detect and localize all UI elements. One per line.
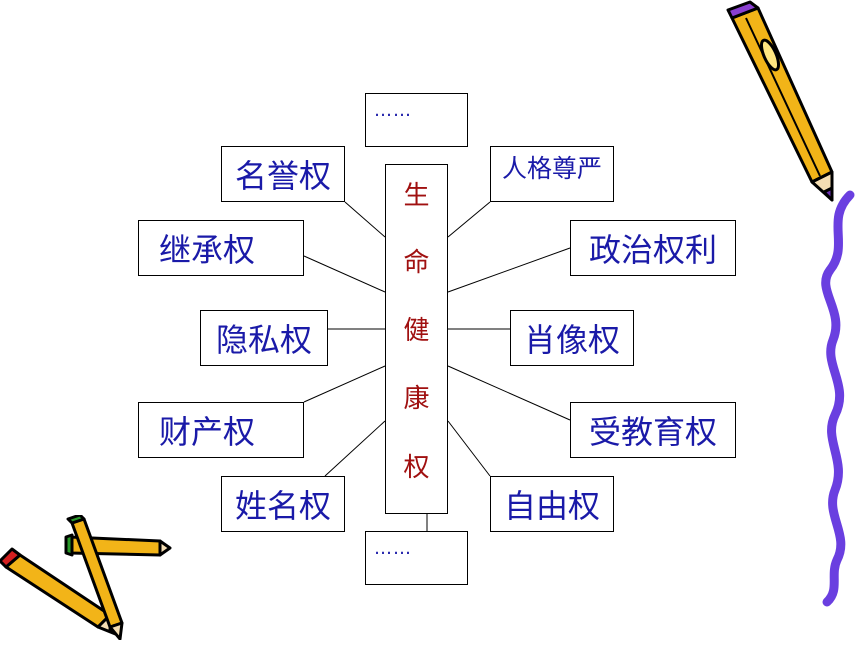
box-name-right: 姓名权 [221,476,345,532]
bottom-ellipsis-box: …… [365,531,468,585]
box-political-rights: 政治权利 [570,220,736,276]
box-label: 隐私权 [215,321,312,359]
box-label: 财产权 [158,413,255,451]
box-label: 名誉权 [234,157,331,195]
box-freedom-right: 自由权 [490,476,614,532]
squiggle-decoration-icon [821,190,855,607]
box-label: 政治权利 [588,231,717,269]
top-ellipsis-label: …… [374,100,412,121]
line-renge [447,201,491,238]
line-jicheng [303,255,386,293]
line-xingming [324,420,386,477]
bottom-ellipsis-label: …… [374,538,412,559]
line-zhengzhi [447,247,571,293]
box-label: 受教育权 [588,413,717,451]
box-label: 姓名权 [234,487,331,525]
box-label: 人格尊严 [501,154,602,183]
line-shoujiaoyu [447,365,571,421]
box-education-right: 受教育权 [570,402,736,458]
center-char-5: 权 [403,453,430,483]
center-char-4: 康 [403,384,430,414]
line-caichan [303,365,386,403]
box-label: 自由权 [503,487,600,525]
box-reputation-right: 名誉权 [221,146,345,202]
line-mingyu [344,201,386,238]
box-label: 继承权 [158,231,255,269]
box-label: 肖像权 [523,321,620,359]
box-portrait-right: 肖像权 [510,310,634,366]
pencils-icon [0,515,172,640]
pencil-icon [726,0,834,202]
box-property-right: 财产权 [138,402,304,458]
top-ellipsis-box: …… [365,93,468,147]
center-char-1: 生 [403,181,430,211]
box-privacy-right: 隐私权 [200,310,328,366]
box-inheritance-right: 继承权 [138,220,304,276]
box-human-dignity: 人格尊严 [490,146,614,202]
line-ziyou [447,420,491,477]
center-char-2: 命 [403,248,430,278]
center-life-health-box: 生 命 健 康 权 [385,164,448,514]
center-char-3: 健 [403,316,430,346]
